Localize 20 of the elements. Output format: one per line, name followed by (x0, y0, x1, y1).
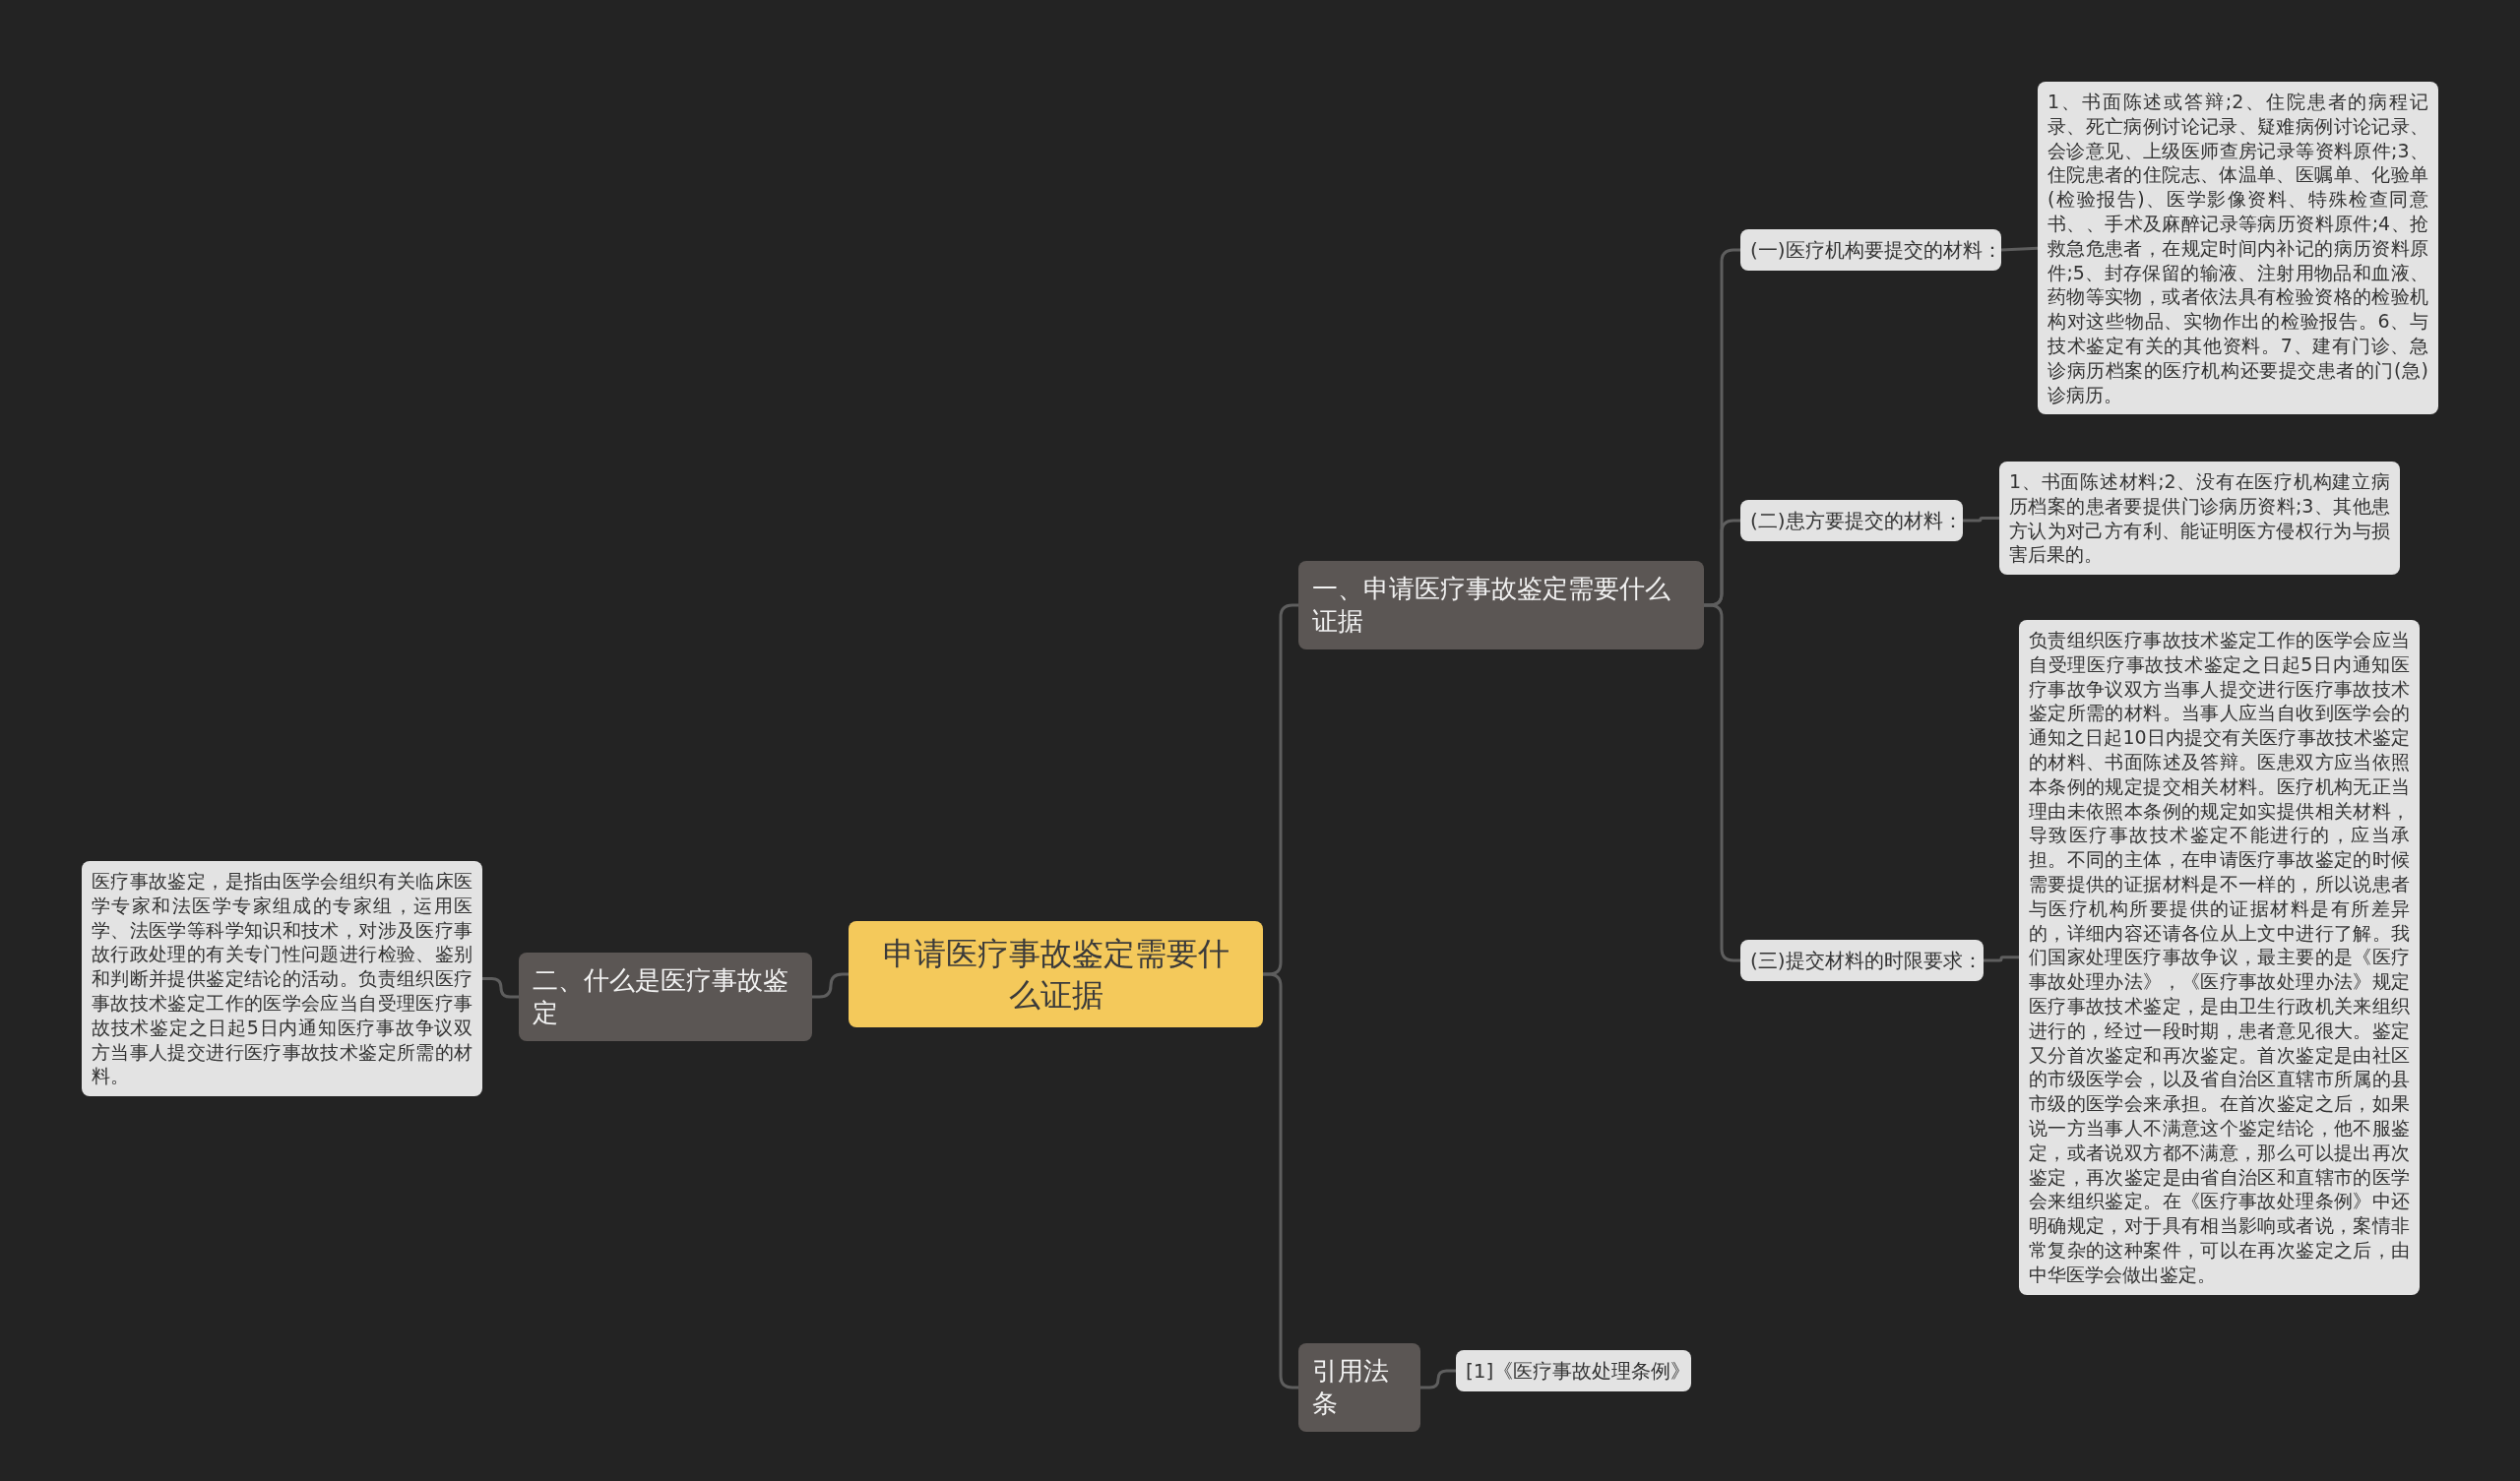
subtopic-box: (一)医疗机构要提交的材料： (1740, 229, 2001, 271)
text-card: 负责组织医疗事故技术鉴定工作的医学会应当自受理医疗事故技术鉴定之日起5日内通知医疗事故争议双方当事人提交进行医疗事故技术鉴定所需的材料。当事人应当自收到医学会的通知之日起10日内提交有关医疗事故技术鉴定的材料、书面陈述及答辩。医患双方应当依照本条例的规定提交相关材料。医疗机构无正当理由未依照本条例的规定如实提供相关材料，导致医疗事故技术鉴定不能进行的，应当承担。不同的主体，在申请医疗事故鉴定的时候需要提供的证据材料是不一样的，所以说患者与医疗机构所要提供的证据材料是有所差异的，详细内容还请各位从上文中进行了解。我们国家处理医疗事故争议，最主要的是《医疗事故处理办法》，《医疗事故处理办法》规定医疗事故技术鉴定，是由卫生行政机关来组织进行的，经过一段时期，患者意见很大。鉴定又分首次鉴定和再次鉴定。首次鉴定是由社区的市级医学会，以及省自治区直辖市所属的县市级的医学会来承担。在首次鉴定之后，如果说一方当事人不满意这个鉴定结论，他不服鉴定，或者说双方都不满意，那么可以提出再次鉴定，再次鉴定是由省自治区和直辖市的医学会来组织鉴定。在《医疗事故处理条例》中还明确规定，对于具有相当影响或者说，案情非常复杂的这种案件，可以在再次鉴定之后，由中华医学会做出鉴定。 (2019, 620, 2420, 1295)
central-topic-box: 申请医疗事故鉴定需要什么证据 (849, 921, 1263, 1027)
connector-line (1263, 972, 1298, 1389)
text-card: 医疗事故鉴定，是指由医学会组织有关临床医学专家和法医学专家组成的专家组，运用医学、法医学等科学知识和技术，对涉及医疗事故行政处理的有关专门性问题进行检验、鉴别和判断并提供鉴定结论的活动。负责组织医疗事故技术鉴定工作的医学会应当自受理医疗事故技术鉴定之日起5日内通知医疗事故争议双方当事人提交进行医疗事故技术鉴定所需的材料。 (82, 861, 482, 1097)
topic-box: 引用法条 (1298, 1343, 1420, 1432)
topic-box: 二、什么是医疗事故鉴定 (519, 953, 812, 1041)
connector-line (812, 972, 849, 999)
subtopic-box: (三)提交材料的时限要求： (1740, 940, 1984, 981)
topic-box: 一、申请医疗事故鉴定需要什么证据 (1298, 561, 1704, 649)
connector-line (1984, 956, 2019, 962)
text-card: 1、书面陈述材料;2、没有在医疗机构建立病历档案的患者要提供门诊病历资料;3、其他患方认为对己方有利、能证明医方侵权行为与损害后果的。 (1999, 462, 2400, 576)
text-card: 1、书面陈述或答辩;2、住院患者的病程记录、死亡病例讨论记录、疑难病例讨论记录、会诊意见、上级医师查房记录等资料原件;3、住院患者的住院志、体温单、医嘱单、化验单(检验报告)、医学影像资料、特殊检查同意书、、手术及麻醉记录等病历资料原件;4、抢救急危患者，在规定时间内补记的病历资料原件;5、封存保留的输液、注射用物品和血液、药物等实物，或者依法具有检验资格的检验机构对这些物品、实物作出的检验报告。6、与技术鉴定有关的其他资料。7、建有门诊、急诊病历档案的医疗机构还要提交患者的门(急)诊病历。 (2038, 82, 2438, 415)
connector-line (482, 977, 519, 999)
subtopic-box: [1]《医疗事故处理条例》 (1456, 1350, 1691, 1391)
connector-line (1963, 517, 1999, 523)
subtopic-box: (二)患方要提交的材料： (1740, 500, 1963, 541)
connector-line (2000, 246, 2039, 252)
connector-line (1420, 1369, 1456, 1389)
connector-line (1704, 603, 1740, 962)
